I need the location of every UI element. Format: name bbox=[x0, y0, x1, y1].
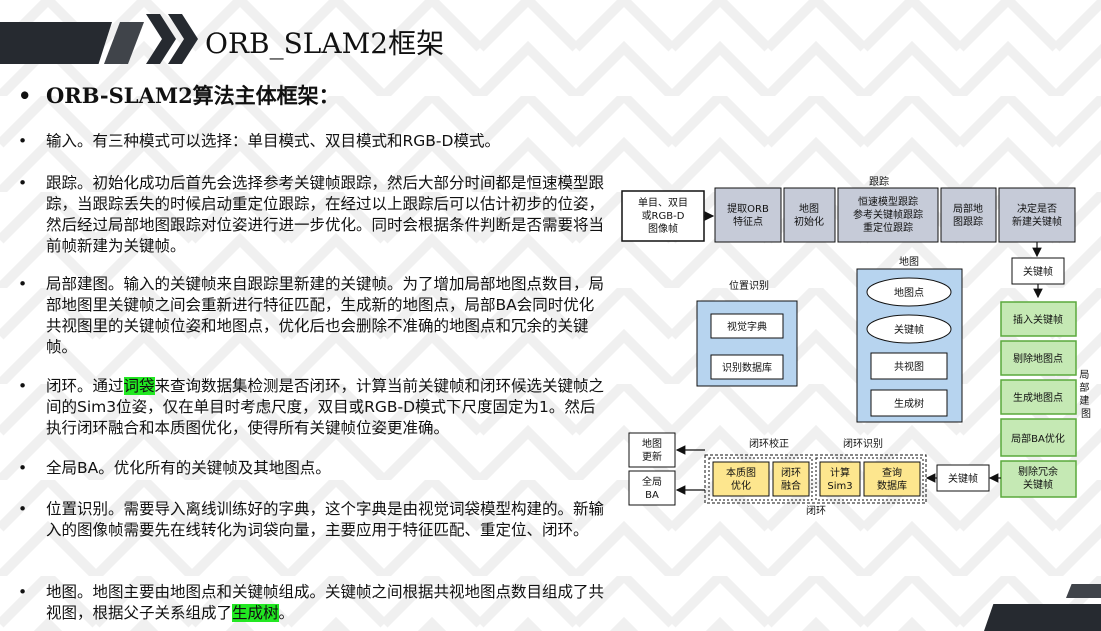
svg-text:识别数据库: 识别数据库 bbox=[722, 361, 772, 374]
svg-text:或RGB-D: 或RGB-D bbox=[642, 210, 685, 222]
bullet-map: •地图。地图主要由地图点和关键帧组成。关键帧之间根据共视地图点数目组成了共视图，… bbox=[18, 583, 605, 622]
loop-correct-label: 闭环校正 bbox=[749, 437, 789, 450]
svg-text:单目、双目: 单目、双目 bbox=[638, 197, 688, 209]
track-box-tracking-modes: 恒速模型跟踪 参考关键帧跟踪 重定位跟踪 bbox=[837, 187, 939, 243]
svg-text:新建关键帧: 新建关键帧 bbox=[1012, 215, 1062, 228]
input-box: 单目、双目 或RGB-D 图像帧 bbox=[621, 190, 705, 242]
svg-text:图跟踪: 图跟踪 bbox=[953, 215, 983, 228]
svg-text:局部地: 局部地 bbox=[953, 202, 983, 215]
section-heading: •ORB-SLAM2算法主体框架： bbox=[18, 83, 340, 108]
bullet-local-mapping: •局部建图。输入的关键帧来自跟踪里新建的关键帧。为了增加局部地图点数目，局部地图… bbox=[18, 275, 605, 356]
svg-text:插入关键帧: 插入关键帧 bbox=[1013, 313, 1063, 326]
loop-label: 闭环 bbox=[806, 504, 826, 517]
svg-text:关键帧: 关键帧 bbox=[1023, 478, 1053, 491]
keyframe-box-bottom: 关键帧 bbox=[936, 464, 990, 492]
svg-text:全局: 全局 bbox=[642, 475, 662, 488]
local-mapping-group: 插入关键帧 剔除地图点 生成地图点 局部BA优化 剔除冗余 关键帧 bbox=[1000, 301, 1077, 498]
svg-text:关键帧: 关键帧 bbox=[948, 472, 978, 485]
bullet-global-ba: •全局BA。优化所有的关键帧及其地图点。 bbox=[18, 459, 331, 477]
svg-text:BA: BA bbox=[645, 490, 659, 501]
map-update-box: 地图 更新 bbox=[628, 432, 676, 468]
svg-text:初始化: 初始化 bbox=[794, 215, 824, 228]
svg-text:共视图: 共视图 bbox=[894, 360, 924, 373]
place-recognition-label: 位置识别 bbox=[729, 279, 769, 292]
bullet-tracking: •跟踪。初始化成功后首先会选择参考关键帧跟踪，然后大部分时间都是恒速模型跟踪，当… bbox=[18, 174, 605, 255]
map-label: 地图 bbox=[899, 255, 919, 268]
place-recognition-group: 视觉字典 识别数据库 bbox=[696, 300, 798, 387]
svg-text:优化: 优化 bbox=[731, 479, 751, 492]
svg-text:融合: 融合 bbox=[781, 479, 801, 492]
bullet-input: •输入。有三种模式可以选择：单目模式、双目模式和RGB-D模式。 bbox=[18, 132, 500, 150]
svg-text:Sim3: Sim3 bbox=[827, 481, 852, 492]
global-ba-box: 全局 BA bbox=[628, 470, 676, 506]
loop-outer-box bbox=[704, 454, 927, 504]
svg-text:生成树: 生成树 bbox=[894, 397, 924, 410]
svg-text:地图: 地图 bbox=[642, 437, 662, 450]
svg-text:本质图: 本质图 bbox=[726, 466, 756, 479]
svg-text:特征点: 特征点 bbox=[733, 216, 763, 228]
bullet-loop-closing: •闭环。通过词袋来查询数据集检测是否闭环，计算当前关键帧和闭环候选关键帧之间的S… bbox=[18, 377, 605, 437]
tracking-label: 跟踪 bbox=[869, 175, 889, 188]
track-box-local-map: 局部地 图跟踪 bbox=[940, 187, 997, 243]
svg-text:数据库: 数据库 bbox=[877, 479, 907, 492]
svg-text:提取ORB: 提取ORB bbox=[727, 203, 769, 215]
loop-detect-label: 闭环识别 bbox=[843, 437, 883, 450]
svg-text:重定位跟踪: 重定位跟踪 bbox=[863, 221, 913, 234]
svg-text:视觉字典: 视觉字典 bbox=[727, 320, 767, 333]
loop-correct-group: 本质图 优化 闭环 融合 bbox=[708, 457, 813, 501]
svg-text:更新: 更新 bbox=[642, 450, 662, 463]
keyframe-box-top: 关键帧 bbox=[1011, 257, 1065, 285]
footer-slash-dark bbox=[984, 604, 1101, 631]
track-box-orb: 提取ORB 特征点 bbox=[714, 187, 782, 243]
svg-text:闭环: 闭环 bbox=[781, 466, 801, 479]
local-mapping-label: 局 部 建 图 bbox=[1079, 369, 1092, 420]
svg-text:地图点: 地图点 bbox=[894, 286, 924, 299]
highlight-spanning-tree: 生成树 bbox=[232, 604, 279, 622]
map-group: 地图点 关键帧 共视图 生成树 bbox=[856, 268, 963, 423]
orbslam2-diagram: 跟踪 单目、双目 或RGB-D 图像帧 提取ORB 特征点 地图 初始化 恒速模… bbox=[621, 175, 1092, 517]
svg-text:参考关键帧跟踪: 参考关键帧跟踪 bbox=[853, 208, 923, 221]
svg-text:地图: 地图 bbox=[799, 202, 819, 215]
svg-text:关键帧: 关键帧 bbox=[894, 323, 924, 336]
double-chevron-icon bbox=[146, 14, 198, 64]
footer-slash-light bbox=[1066, 584, 1101, 598]
track-box-map-init: 地图 初始化 bbox=[783, 187, 836, 243]
svg-text:决定是否: 决定是否 bbox=[1017, 202, 1057, 215]
svg-text:剔除冗余: 剔除冗余 bbox=[1018, 465, 1058, 478]
svg-text:关键帧: 关键帧 bbox=[1023, 265, 1053, 278]
bullet-place-recognition: •位置识别。需要导入离线训练好的字典，这个字典是由视觉词袋模型构建的。新输入的图… bbox=[18, 500, 605, 539]
header-dark-bar bbox=[0, 22, 112, 64]
svg-text:恒速模型跟踪: 恒速模型跟踪 bbox=[858, 195, 918, 208]
page-title: ORB_SLAM2框架 bbox=[205, 27, 445, 60]
svg-text:生成地图点: 生成地图点 bbox=[1013, 391, 1063, 404]
highlight-bow: 词袋 bbox=[123, 377, 155, 395]
svg-text:剔除地图点: 剔除地图点 bbox=[1013, 352, 1063, 365]
svg-text:计算: 计算 bbox=[830, 466, 850, 479]
svg-text:图像帧: 图像帧 bbox=[648, 222, 678, 235]
svg-text:局部BA优化: 局部BA优化 bbox=[1011, 432, 1065, 445]
svg-text:查询: 查询 bbox=[882, 466, 902, 479]
loop-detect-group: 计算 Sim3 查询 数据库 bbox=[815, 457, 924, 501]
track-box-new-keyframe: 决定是否 新建关键帧 bbox=[998, 187, 1076, 243]
